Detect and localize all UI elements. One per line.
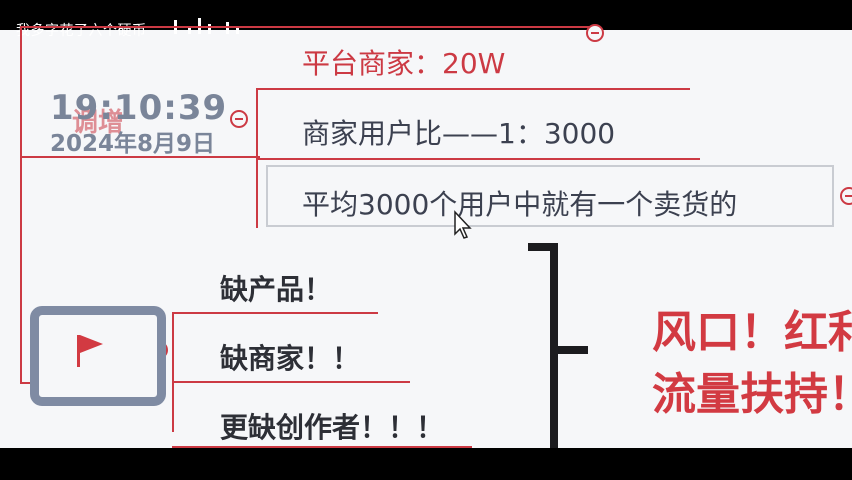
lack-underline-1: [172, 312, 378, 314]
timestamp-date: 2024年8月9日: [50, 131, 216, 157]
audio-bars-icon: [174, 14, 244, 34]
summary-bracket-top: [528, 243, 558, 251]
summary-bracket-tick: [556, 346, 588, 354]
flag-marker-box[interactable]: [30, 306, 166, 406]
top-node-underline: [256, 88, 690, 90]
collapse-toggle-icon[interactable]: [230, 110, 248, 128]
timestamp-time: 19:10:39: [50, 88, 228, 128]
node-merchant-user-ratio[interactable]: 商家用户比——1：3000: [302, 117, 616, 150]
lack-branch-vertical: [172, 312, 174, 432]
node-lack-products[interactable]: 缺产品！: [220, 273, 333, 306]
slogan-line-2: 流量扶持！: [652, 369, 852, 420]
flag-icon: [77, 335, 103, 367]
collapse-toggle-icon[interactable]: [586, 24, 604, 42]
node-lack-merchants[interactable]: 缺商家！！: [220, 342, 361, 375]
upper-branch-line: [20, 26, 600, 28]
selected-node-frame: [266, 165, 834, 227]
top-black-strip: [0, 0, 852, 30]
main-trunk-line: [20, 28, 22, 384]
summary-bracket-spine: [550, 243, 558, 448]
node-lack-creators[interactable]: 更缺创作者！！！: [220, 411, 445, 444]
node-platform-merchants[interactable]: 平台商家：20W: [302, 47, 506, 80]
ghost-overlay-text: 调增: [72, 108, 125, 138]
node-average-sellers[interactable]: 平均3000个用户中就有一个卖货的: [302, 188, 738, 221]
slogan-line-1: 风口！红利: [652, 307, 852, 358]
lack-underline-2: [172, 381, 410, 383]
mindmap-canvas: 我多字花了六个硬币 调增 19:10:39 2024年8月9日: [0, 0, 852, 448]
lack-underline-3: [172, 446, 472, 448]
text-cursor-icon: [454, 210, 472, 239]
mid-branch-line: [20, 156, 260, 158]
collapse-toggle-icon[interactable]: [840, 187, 852, 205]
ratio-node-underline: [256, 158, 700, 160]
overlay-caption: 我多字花了六个硬币: [16, 23, 147, 39]
